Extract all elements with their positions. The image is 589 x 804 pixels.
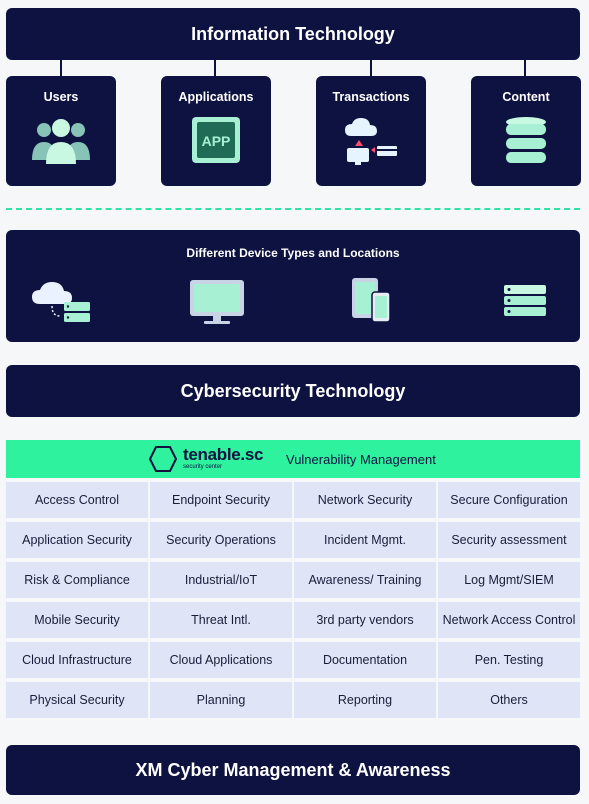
server-icon [503, 284, 547, 323]
capability-cell: Documentation [294, 642, 436, 678]
it-box-label: Applications [178, 90, 254, 104]
it-box-applications: Applications APP [161, 76, 271, 186]
it-box-users: Users [6, 76, 116, 186]
device-types-title: Different Device Types and Locations [186, 246, 400, 260]
it-box-label: Transactions [332, 90, 410, 104]
cybersecurity-technology-banner: Cybersecurity Technology [6, 365, 580, 417]
capability-cell: Endpoint Security [150, 482, 292, 518]
capability-cell: Security Operations [150, 522, 292, 558]
mobile-devices-icon [350, 276, 392, 329]
tenable-subtitle: security center [183, 464, 223, 470]
capability-cell: Log Mgmt/SIEM [438, 562, 580, 598]
capability-cell: Incident Mgmt. [294, 522, 436, 558]
capability-cell: Network Security [294, 482, 436, 518]
capability-cell: Physical Security [6, 682, 148, 718]
capability-cell: Threat Intl. [150, 602, 292, 638]
dashed-divider [6, 208, 580, 210]
database-icon [504, 116, 548, 171]
it-box-content: Content [471, 76, 581, 186]
connector-line [370, 58, 372, 78]
app-icon: APP [191, 116, 241, 169]
capability-cell: 3rd party vendors [294, 602, 436, 638]
tenable-bar: tenable.sc security center Vulnerability… [6, 440, 580, 478]
it-box-label: Users [43, 90, 79, 104]
capability-cell: Cloud Infrastructure [6, 642, 148, 678]
cybersecurity-technology-title: Cybersecurity Technology [180, 380, 406, 401]
information-technology-title: Information Technology [191, 23, 395, 44]
vulnerability-management-label: Vulnerability Management [286, 452, 436, 467]
users-icon [30, 116, 92, 171]
connector-line [60, 58, 62, 78]
capability-cell: Mobile Security [6, 602, 148, 638]
capability-cell: Awareness/ Training [294, 562, 436, 598]
app-icon-text: APP [202, 133, 231, 149]
it-box-label: Content [502, 90, 550, 104]
cloud-server-icon [30, 280, 92, 329]
device-types-box: Different Device Types and Locations [6, 230, 580, 342]
capability-cell: Access Control [6, 482, 148, 518]
transactions-icon [341, 116, 401, 173]
xm-cyber-banner: XM Cyber Management & Awareness [6, 745, 580, 795]
capability-cell: Others [438, 682, 580, 718]
capability-cell: Pen. Testing [438, 642, 580, 678]
monitor-icon [188, 278, 246, 331]
capability-cell: Cloud Applications [150, 642, 292, 678]
tenable-brand: tenable.sc [183, 445, 264, 464]
capability-cell: Reporting [294, 682, 436, 718]
information-technology-banner: Information Technology [6, 8, 580, 60]
capability-cell: Industrial/IoT [150, 562, 292, 598]
connector-line [214, 58, 216, 78]
capability-cell: Risk & Compliance [6, 562, 148, 598]
capability-cell: Application Security [6, 522, 148, 558]
capability-cell: Secure Configuration [438, 482, 580, 518]
capability-cell: Security assessment [438, 522, 580, 558]
capability-cell: Network Access Control [438, 602, 580, 638]
capability-cell: Planning [150, 682, 292, 718]
xm-cyber-title: XM Cyber Management & Awareness [135, 759, 451, 780]
connector-line [524, 58, 526, 78]
tenable-hexagon-icon [148, 446, 178, 477]
it-box-transactions: Transactions [316, 76, 426, 186]
